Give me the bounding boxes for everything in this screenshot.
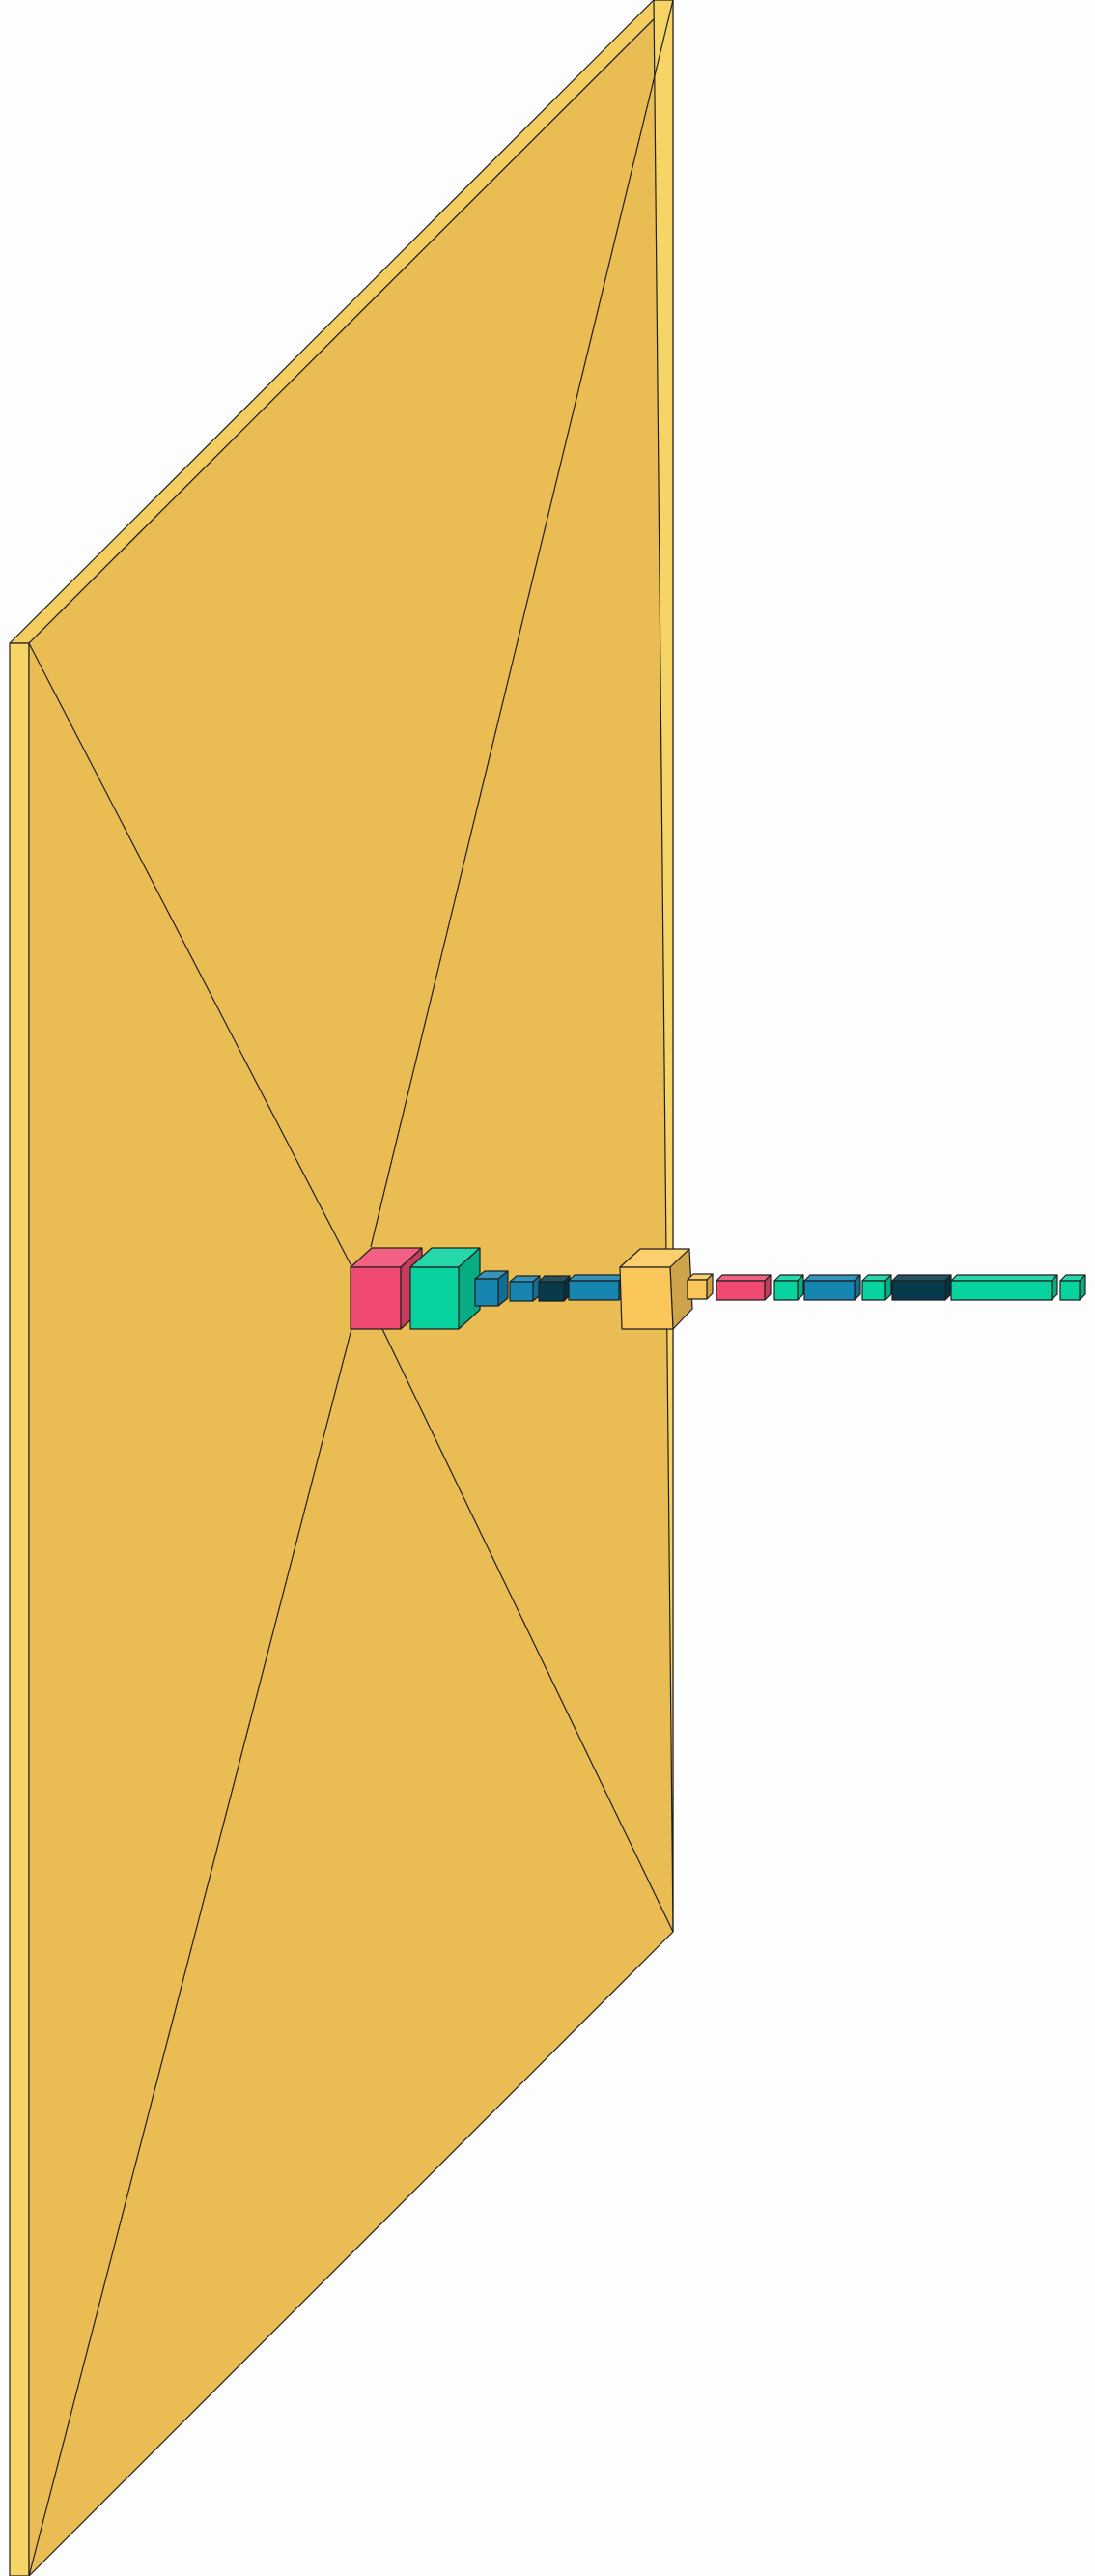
input-volume-right-edge (653, 0, 674, 1933)
blue-bar-front (568, 1280, 620, 1301)
green-bar-long-front (950, 1280, 1053, 1301)
blue-block-tiny-front (509, 1281, 534, 1302)
proj-line-3 (28, 1328, 352, 2576)
green-bar-small-front (773, 1280, 799, 1301)
dark-bar-top (891, 1274, 952, 1282)
dark-bar-front (891, 1280, 946, 1301)
red-block-front (350, 1266, 402, 1330)
layers-group (9, 0, 1086, 2576)
proj-line-1 (28, 642, 352, 1267)
input-volume-left-edge (9, 642, 30, 2576)
dark-block-front (538, 1281, 565, 1302)
green-bar-long-top (950, 1274, 1058, 1282)
green-bar-2-front (861, 1280, 886, 1301)
proj-line-2 (370, 0, 674, 1248)
blue-bar-2-top (803, 1274, 861, 1282)
yellow-small-front (687, 1279, 708, 1300)
proj-line-4 (381, 1328, 674, 1933)
green-end-front (1059, 1280, 1081, 1301)
blue-bar-2-front (803, 1280, 856, 1301)
green-block-front (409, 1266, 460, 1330)
blue-bar-top (568, 1274, 626, 1282)
yellow-cube-front (619, 1266, 674, 1330)
red-bar-top (716, 1274, 772, 1282)
red-bar-front (716, 1280, 766, 1301)
blue-block-small-front (474, 1278, 499, 1307)
